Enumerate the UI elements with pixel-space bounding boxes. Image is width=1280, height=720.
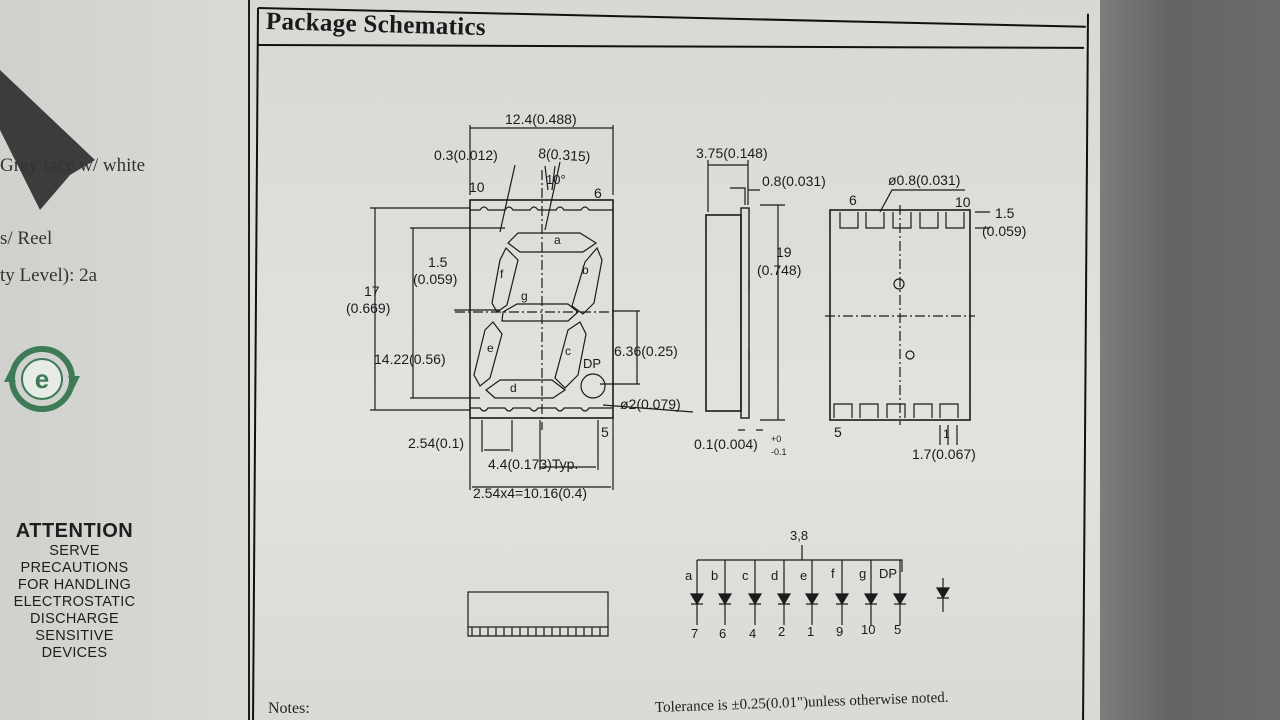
document-page xyxy=(250,0,1110,720)
back-pin-label-5: 5 xyxy=(834,424,842,440)
back-pin-label-10: 10 xyxy=(955,194,971,210)
dim-pin-span: 4.4(0.173)Typ. xyxy=(488,456,578,472)
dim-height: 17 xyxy=(364,283,380,299)
package-schematic-drawing: 12.4(0.488) 0.3(0.012) 8(0.315) 10° 10 6… xyxy=(346,111,1026,641)
circuit-pin-5: 5 xyxy=(894,622,901,637)
bottom-view-body xyxy=(467,591,609,628)
attention-line: SENSITIVE xyxy=(35,628,114,644)
circuit-seg-a: a xyxy=(685,568,693,583)
circuit-pin-4: 4 xyxy=(749,626,756,641)
back-pin-label-6: 6 xyxy=(849,192,857,208)
decimal-point-circle xyxy=(580,373,606,399)
dim-length-in: (0.748) xyxy=(757,262,801,278)
segment-e xyxy=(473,321,503,387)
arrow-graphic xyxy=(0,70,95,210)
side-view-body xyxy=(705,214,742,412)
circuit-pin-1: 1 xyxy=(807,624,814,639)
attention-line: ELECTROSTATIC xyxy=(13,594,136,610)
dim-dp-diameter: ø2(0.079) xyxy=(620,396,681,412)
dim-digit-height: 14.22(0.56) xyxy=(374,351,446,367)
attention-line: DISCHARGE xyxy=(30,611,119,627)
esd-attention-block: ATTENTION SERVE PRECAUTIONS FOR HANDLING… xyxy=(2,520,147,662)
circuit-seg-f: f xyxy=(831,566,835,581)
panel-divider xyxy=(248,0,250,720)
circuit-seg-c: c xyxy=(742,568,749,583)
circuit-seg-dp: DP xyxy=(879,566,897,581)
circuit-pin-10: 10 xyxy=(861,622,875,637)
face-color-text: Gray face w/ white xyxy=(0,155,146,176)
pin-label-10: 10 xyxy=(469,179,485,195)
circuit-seg-d: d xyxy=(771,568,778,583)
dim-pin-pitch: 2.54(0.1) xyxy=(408,435,464,451)
dim-tol-plus: +0 xyxy=(771,434,781,444)
dim-seg-width-in: (0.059) xyxy=(413,271,457,287)
pin-label-5: 5 xyxy=(601,424,609,440)
dim-width: 12.4(0.488) xyxy=(505,111,577,127)
seg-label-b: b xyxy=(582,263,589,277)
seg-label-c: c xyxy=(565,344,571,358)
segment-d xyxy=(485,379,567,399)
segment-c xyxy=(554,321,587,389)
common-anode-bus xyxy=(697,545,903,572)
dim-digit-width: 8(0.315) xyxy=(538,145,591,165)
seg-label-g: g xyxy=(521,289,528,303)
dim-tolerance: 0.1(0.004) xyxy=(694,436,758,452)
dim-pin-thick: 0.8(0.031) xyxy=(762,173,826,189)
dim-height-in: (0.669) xyxy=(346,300,390,316)
dim-pin-h-in: (0.059) xyxy=(982,223,1026,239)
rohs-symbol-text: e xyxy=(35,364,49,394)
segment-f xyxy=(491,246,519,313)
seg-label-d: d xyxy=(510,381,517,395)
msl-level-text: ty Level): 2a xyxy=(0,265,98,286)
circuit-pin-6: 6 xyxy=(719,626,726,641)
dim-pin-h: 1.5 xyxy=(995,205,1015,221)
pin-label-6: 6 xyxy=(594,185,602,201)
rohs-e-icon: e xyxy=(4,346,80,412)
dim-depth: 3.75(0.148) xyxy=(696,145,768,161)
dp-label: DP xyxy=(583,356,601,371)
attention-line: FOR HANDLING xyxy=(17,577,132,593)
dim-length: 19 xyxy=(776,244,792,260)
attention-line: DEVICES xyxy=(41,645,108,661)
seg-label-e: e xyxy=(487,341,494,355)
dim-tol-minus: -0.1 xyxy=(771,447,787,457)
packaging-text: s/ Reel xyxy=(0,228,53,249)
dim-pin-width: 1.7(0.067) xyxy=(912,446,976,462)
legend-diode xyxy=(937,578,949,612)
dim-angle: 10° xyxy=(546,172,566,187)
segment-a xyxy=(507,232,598,253)
segment-b xyxy=(571,246,603,315)
dim-pin-diameter: ø0.8(0.031) xyxy=(888,172,960,188)
circuit-pin-9: 9 xyxy=(836,624,843,639)
circuit-pin-2: 2 xyxy=(778,624,785,639)
dim-left-offset: 0.3(0.012) xyxy=(434,147,498,163)
notes-label: Notes: xyxy=(268,700,310,717)
attention-heading: ATTENTION xyxy=(15,520,134,542)
dim-total-span: 2.54x4=10.16(0.4) xyxy=(473,485,587,501)
back-pin-label-1: 1 xyxy=(943,427,950,441)
circuit-seg-e: e xyxy=(800,568,807,583)
common-pins-label: 3,8 xyxy=(790,528,808,543)
seg-label-a: a xyxy=(554,233,561,247)
monitor-bezel xyxy=(1100,0,1280,720)
circuit-seg-g: g xyxy=(859,566,866,581)
dim-dp-height: 6.36(0.25) xyxy=(614,343,678,359)
seg-label-f: f xyxy=(500,267,504,281)
circuit-seg-b: b xyxy=(711,568,718,583)
circuit-pin-7: 7 xyxy=(691,626,698,641)
dim-seg-width: 1.5 xyxy=(428,254,448,270)
attention-line: SERVE PRECAUTIONS xyxy=(20,543,129,576)
